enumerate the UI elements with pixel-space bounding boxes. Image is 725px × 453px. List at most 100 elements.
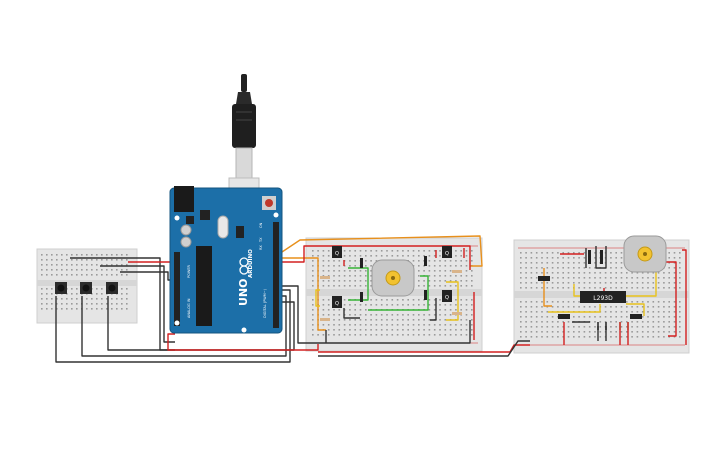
breadboard-hole — [121, 264, 123, 266]
breadboard-hole — [86, 298, 88, 300]
breadboard-hole — [636, 287, 639, 289]
breadboard-hole — [663, 306, 665, 308]
breadboard-hole — [444, 280, 447, 282]
transistor-icon — [442, 290, 452, 302]
breadboard-hole — [338, 275, 341, 277]
arduino-uno-board[interactable]: ARDUINO UNO DIGITAL (PWM~) ANALOG IN POW… — [169, 186, 283, 334]
breadboard-hole — [365, 250, 367, 252]
breadboard-hole — [86, 264, 88, 266]
wire-yellow[interactable] — [548, 304, 601, 313]
breadboard-hole — [354, 324, 356, 326]
breadboard-hole — [578, 316, 580, 318]
wire-red[interactable] — [682, 249, 687, 345]
breadboard-hole — [460, 250, 462, 252]
breadboard-hole — [673, 262, 676, 264]
breadboard-hole — [317, 250, 319, 252]
breadboard-hole — [449, 309, 452, 311]
breadboard-hole — [327, 309, 330, 311]
wire-green[interactable] — [348, 267, 369, 301]
breadboard-hole — [465, 319, 468, 321]
wire-yellow[interactable] — [315, 289, 320, 307]
breadboard-hole — [359, 324, 362, 326]
breadboard-hole — [61, 269, 63, 271]
breadboard-hole — [428, 270, 431, 272]
breadboard-hole — [428, 324, 431, 326]
wire-black[interactable] — [430, 298, 437, 321]
breadboard-hole — [588, 316, 591, 318]
breadboard-hole — [359, 270, 362, 272]
wire-red[interactable] — [282, 245, 471, 270]
wire-green[interactable] — [368, 275, 429, 311]
push-button-1[interactable] — [55, 282, 67, 294]
power-analog-header[interactable] — [174, 252, 180, 326]
wire-black[interactable] — [55, 289, 291, 363]
wire-black[interactable] — [595, 246, 607, 269]
wire-yellow[interactable] — [573, 284, 580, 297]
breadboard-hole — [562, 267, 564, 269]
breadboard-hole — [418, 285, 420, 287]
breadboard-hole — [322, 285, 325, 287]
wire-orange[interactable] — [282, 257, 326, 331]
breadboard-hole — [594, 257, 596, 259]
breadboard-hole — [679, 262, 681, 264]
wire-red[interactable] — [318, 344, 530, 353]
transistor-q1[interactable]: Q — [332, 246, 342, 258]
breadboard-hole — [636, 306, 639, 308]
breadboard-hole — [535, 321, 538, 323]
breadboard-hole — [631, 301, 633, 303]
breadboard-hole — [562, 252, 564, 254]
breadboard-hole — [449, 270, 452, 272]
breadboard-hole — [657, 316, 660, 318]
breadboard-hole — [562, 326, 564, 328]
wire-black[interactable] — [318, 340, 530, 357]
breadboard-hole — [327, 280, 330, 282]
breadboard-hole — [365, 265, 367, 267]
breadboard-hole — [562, 331, 564, 333]
wire-red[interactable] — [167, 333, 319, 351]
breadboard-hole — [418, 299, 420, 301]
wire-yellow[interactable] — [626, 303, 645, 316]
wire-black[interactable] — [100, 265, 175, 343]
breadboard-hole — [578, 267, 580, 269]
wire-orange[interactable] — [281, 235, 483, 267]
wires[interactable] — [55, 235, 687, 363]
push-button-3[interactable] — [106, 282, 118, 294]
dc-motor-2[interactable] — [623, 235, 667, 273]
dc-motor-1[interactable] — [371, 259, 415, 297]
breadboard-hole — [610, 326, 612, 328]
breadboard-hole — [322, 255, 325, 257]
breadboard-hole — [471, 250, 473, 252]
breadboard-hole — [71, 259, 73, 261]
breadboard-hole — [541, 306, 543, 308]
breadboard-hole — [386, 324, 388, 326]
breadboard-hole — [455, 260, 457, 262]
wire-black[interactable] — [343, 308, 360, 319]
breadboard-hole — [56, 254, 58, 256]
digital-header[interactable] — [273, 222, 279, 328]
wire-black[interactable] — [81, 295, 287, 357]
breadboard-hole — [365, 275, 367, 277]
breadboard-hole — [471, 309, 473, 311]
transistor-q3[interactable]: Q — [332, 296, 342, 308]
breadboard-hole — [578, 301, 580, 303]
breadboard-hole — [407, 334, 409, 336]
wire-black[interactable] — [282, 285, 471, 344]
wire-yellow[interactable] — [626, 262, 657, 297]
transistor-q4[interactable]: Q — [442, 290, 452, 302]
breadboard-hole — [375, 324, 378, 326]
wire-red[interactable] — [664, 261, 677, 337]
wire-yellow[interactable] — [446, 281, 459, 321]
usb-cable[interactable] — [228, 74, 260, 207]
transistor-q2[interactable]: Q — [442, 246, 452, 258]
push-button-2[interactable] — [80, 282, 92, 294]
breadboard-hole — [551, 287, 554, 289]
driver-ic[interactable]: L293D — [580, 291, 626, 303]
breadboard-hole — [365, 285, 367, 287]
breadboard-hole — [423, 270, 425, 272]
breadboard-hole — [520, 311, 522, 313]
breadboard-hole — [71, 308, 73, 310]
diode-icon — [538, 276, 550, 281]
breadboard-hole — [657, 326, 660, 328]
breadboard-hole — [673, 321, 676, 323]
